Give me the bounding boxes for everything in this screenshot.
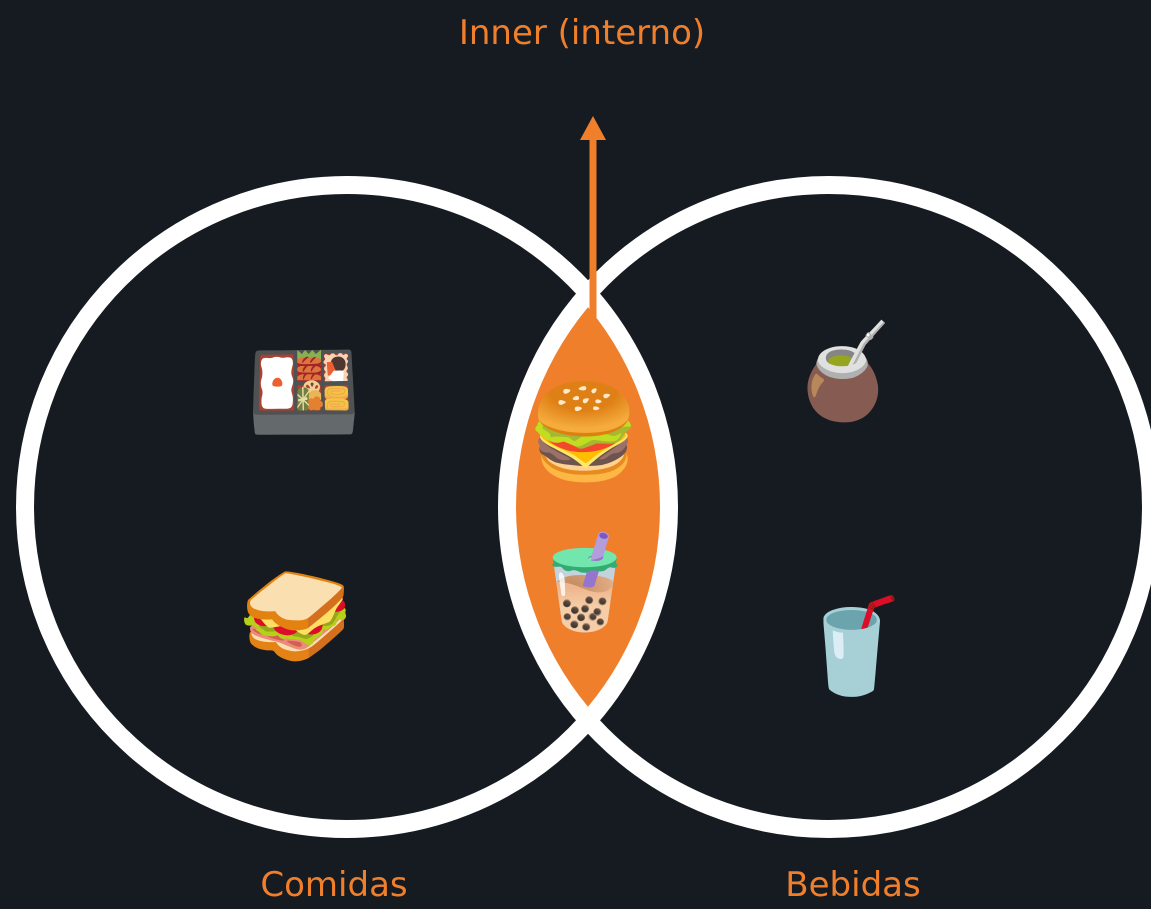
arrow-head-icon <box>580 116 606 140</box>
item-bento-box: 🍱 <box>247 338 362 445</box>
diagram-title: Inner (interno) <box>458 13 706 53</box>
item-mate: 🧉 <box>786 316 901 425</box>
item-sandwich: 🥪 <box>239 562 354 669</box>
left-set-label: Comidas <box>260 865 408 905</box>
right-set-circle <box>498 176 1151 838</box>
item-hamburger: 🍔 <box>527 378 642 485</box>
item-bubble-tea: 🧋 <box>528 528 643 635</box>
item-cup-with-straw: 🥤 <box>795 592 910 699</box>
left-set-circle <box>16 176 678 838</box>
right-set-label: Bebidas <box>785 865 921 905</box>
